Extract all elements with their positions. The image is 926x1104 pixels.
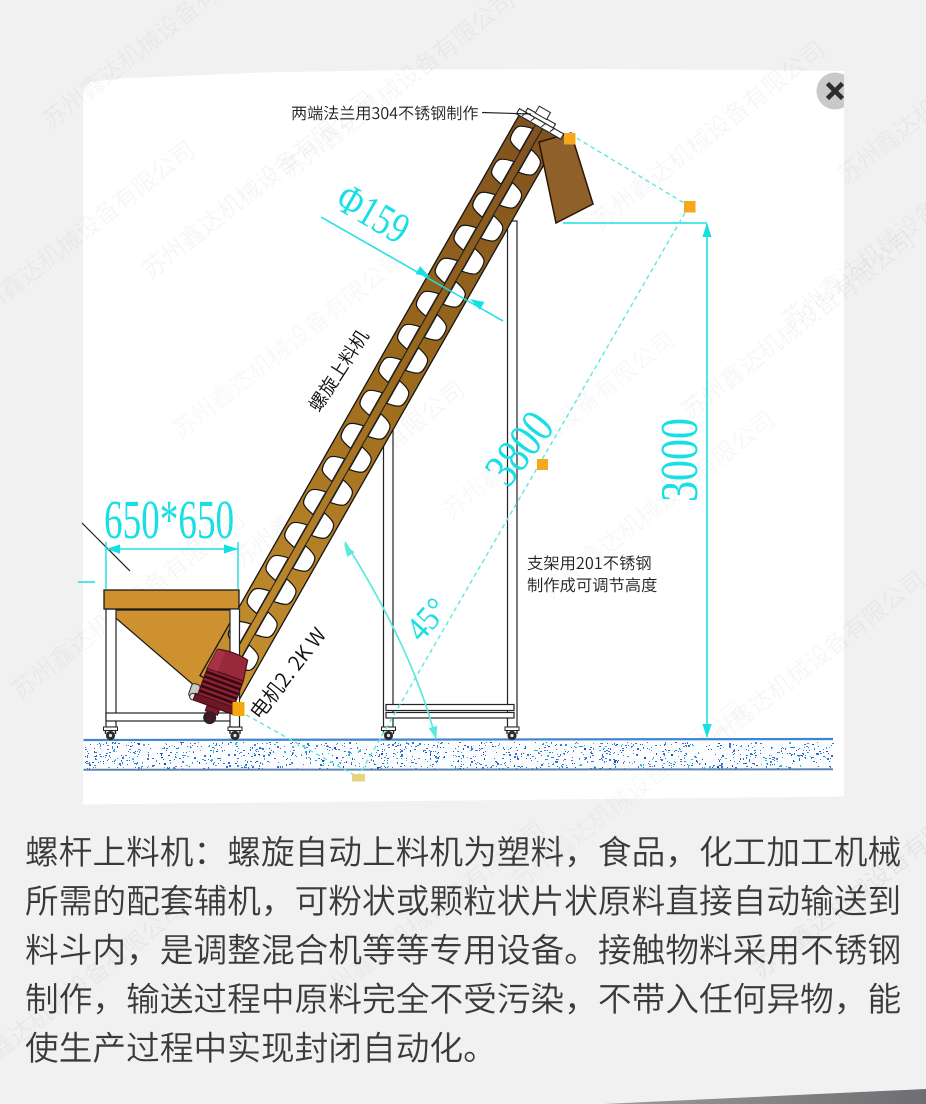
svg-text:650*650: 650*650 — [104, 490, 234, 551]
svg-text:3000: 3000 — [652, 418, 709, 502]
